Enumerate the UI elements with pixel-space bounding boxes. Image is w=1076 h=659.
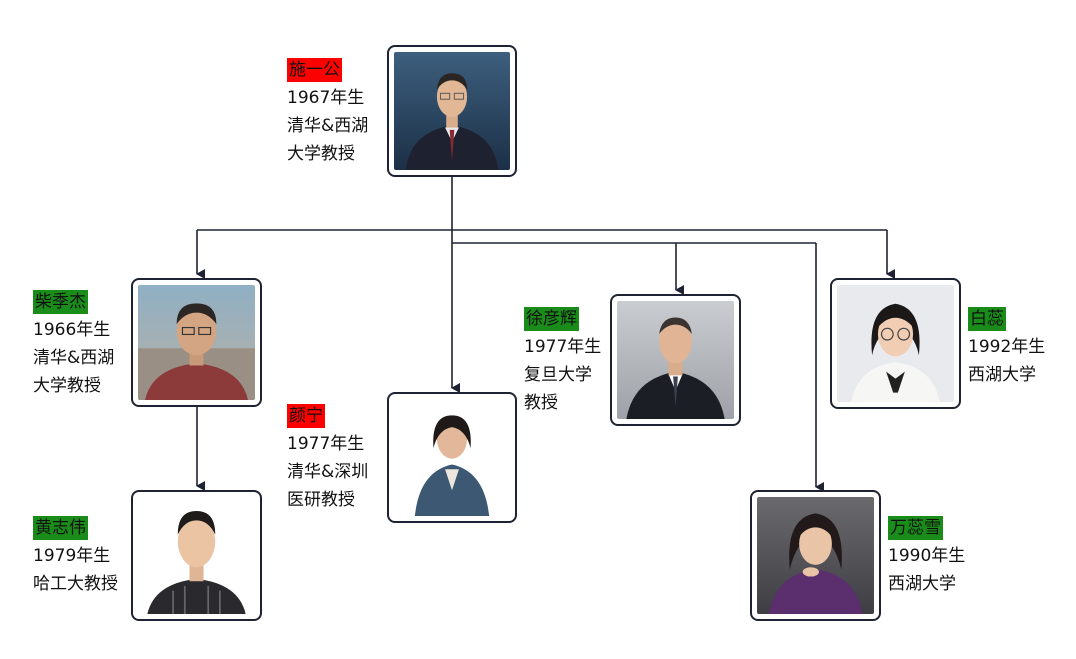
photo-card-yan bbox=[387, 392, 517, 523]
affiliation-wan: 西湖大学 bbox=[888, 574, 956, 594]
birth-year-bai: 1992年生 bbox=[968, 337, 1046, 357]
name-label-shi: 施一公 bbox=[287, 58, 342, 82]
affiliation-huang: 哈工大教授 bbox=[33, 574, 118, 594]
info-xu: 徐彦辉 1977年生 复旦大学 教授 bbox=[524, 305, 601, 417]
portrait-yan bbox=[394, 399, 510, 516]
photo-card-huang bbox=[131, 490, 262, 621]
info-huang: 黄志伟 1979年生 哈工大教授 bbox=[33, 514, 118, 598]
photo-card-xu bbox=[610, 294, 741, 426]
name-label-chai: 柴季杰 bbox=[33, 290, 88, 314]
info-yan: 颜宁 1977年生 清华&深圳 医研教授 bbox=[287, 402, 368, 514]
affiliation-chai-2: 大学教授 bbox=[33, 376, 101, 396]
birth-year-chai: 1966年生 bbox=[33, 320, 111, 340]
affiliation-chai-1: 清华&西湖 bbox=[33, 348, 115, 368]
portrait-xu bbox=[617, 301, 734, 419]
birth-year-huang: 1979年生 bbox=[33, 546, 111, 566]
photo-card-shi bbox=[387, 45, 517, 177]
info-chai: 柴季杰 1966年生 清华&西湖 大学教授 bbox=[33, 288, 114, 400]
name-label-xu: 徐彦辉 bbox=[524, 307, 579, 331]
portrait-huang bbox=[138, 497, 255, 614]
name-label-bai: 白蕊 bbox=[968, 307, 1006, 331]
name-label-huang: 黄志伟 bbox=[33, 516, 88, 540]
affiliation-shi-1: 清华&西湖 bbox=[287, 116, 369, 136]
photo-card-wan bbox=[750, 490, 881, 621]
info-bai: 白蕊 1992年生 西湖大学 bbox=[968, 305, 1045, 389]
info-wan: 万蕊雪 1990年生 西湖大学 bbox=[888, 514, 965, 598]
photo-card-bai bbox=[830, 278, 961, 409]
photo-card-chai bbox=[131, 278, 262, 407]
affiliation-yan-2: 医研教授 bbox=[287, 490, 355, 510]
name-label-wan: 万蕊雪 bbox=[888, 516, 943, 540]
affiliation-shi-2: 大学教授 bbox=[287, 144, 355, 164]
portrait-shi bbox=[394, 52, 510, 170]
portrait-wan bbox=[757, 497, 874, 614]
birth-year-xu: 1977年生 bbox=[524, 337, 602, 357]
birth-year-wan: 1990年生 bbox=[888, 546, 966, 566]
affiliation-xu-2: 教授 bbox=[524, 393, 558, 413]
birth-year-shi: 1967年生 bbox=[287, 88, 365, 108]
affiliation-yan-1: 清华&深圳 bbox=[287, 462, 369, 482]
portrait-chai bbox=[138, 285, 255, 400]
name-label-yan: 颜宁 bbox=[287, 404, 325, 428]
portrait-bai bbox=[837, 285, 954, 402]
affiliation-xu-1: 复旦大学 bbox=[524, 365, 592, 385]
birth-year-yan: 1977年生 bbox=[287, 434, 365, 454]
info-shi: 施一公 1967年生 清华&西湖 大学教授 bbox=[287, 56, 368, 168]
affiliation-bai: 西湖大学 bbox=[968, 365, 1036, 385]
